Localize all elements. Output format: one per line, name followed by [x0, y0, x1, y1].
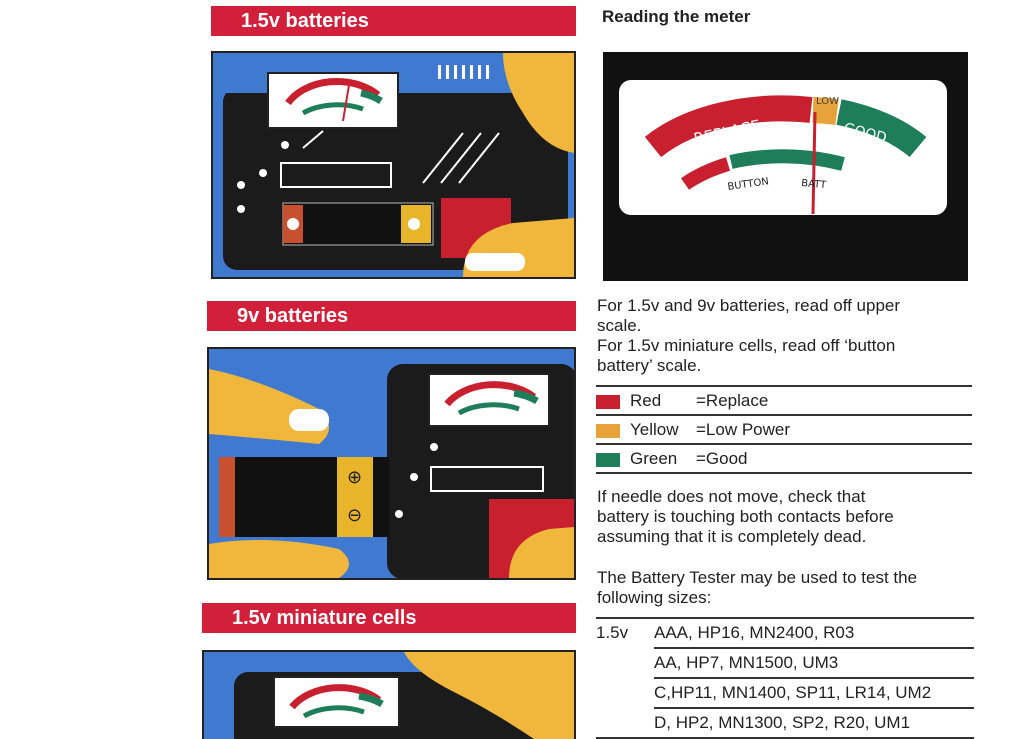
legend-item-green: Green =Good: [596, 445, 972, 472]
sizes-intro: The Battery Tester may be used to test t…: [597, 568, 987, 608]
size-row: 1.5v AAA, HP16, MN2400, R03: [596, 619, 974, 647]
minus-icon: ⊖: [347, 505, 362, 526]
green-swatch-icon: [596, 452, 620, 467]
legend-color-name: Yellow: [630, 420, 679, 439]
sizes-table: 1.5v AAA, HP16, MN2400, R03 AA, HP7, MN15…: [596, 617, 974, 739]
meter-title: Reading the meter: [602, 7, 751, 26]
divider: [596, 472, 972, 474]
tester-illustration: [213, 53, 574, 277]
size-row: C,HP11, MN1400, SP11, LR14, UM2: [596, 679, 974, 707]
size-models: C,HP11, MN1400, SP11, LR14, UM2: [654, 683, 932, 702]
section-title: 9v batteries: [237, 305, 349, 327]
divider: [596, 737, 974, 739]
illustration-miniature-cells: [202, 650, 576, 739]
legend-item-red: Red =Replace: [596, 387, 972, 414]
tester-illustration: ⊕ ⊖: [209, 364, 574, 578]
size-models: D, HP2, MN1300, SP2, R20, UM1: [654, 713, 911, 732]
divider: [596, 443, 972, 445]
section-title: 1.5v batteries: [241, 10, 369, 32]
section-header-9v-batteries: 9v batteries: [207, 301, 576, 331]
divider: [596, 414, 972, 416]
size-row: D, HP2, MN1300, SP2, R20, UM1: [596, 709, 974, 737]
divider: [654, 647, 974, 649]
instruction-line: For 1.5v and 9v batteries, read off uppe…: [597, 296, 901, 315]
divider: [596, 617, 974, 619]
instruction-line: For 1.5v miniature cells, read off ‘butt…: [597, 336, 896, 355]
size-models: AA, HP7, MN1500, UM3: [654, 653, 839, 672]
divider: [654, 707, 974, 709]
plus-icon: ⊕: [347, 467, 362, 488]
section-header-1-5v-batteries: 1.5v batteries: [211, 6, 576, 36]
size-models: AAA, HP16, MN2400, R03: [654, 623, 855, 642]
section-header-miniature-cells: 1.5v miniature cells: [202, 603, 576, 633]
section-title: 1.5v miniature cells: [232, 607, 417, 629]
color-legend: Red =Replace Yellow =Low Power Green =Good: [596, 385, 972, 474]
legend-color-name: Green: [630, 449, 678, 468]
meter-diagram: REPLACE LOW GOOD BUTTON BATT: [603, 52, 968, 281]
meter-label-low: LOW: [816, 96, 839, 107]
instruction-line: scale.: [597, 316, 642, 335]
sizes-intro-line: The Battery Tester may be used to test t…: [597, 568, 918, 587]
yellow-swatch-icon: [596, 423, 620, 438]
instruction-line: battery’ scale.: [597, 356, 702, 375]
tester-illustration: [234, 652, 574, 739]
meter-label-batt: BATT: [801, 178, 828, 191]
instructions: For 1.5v and 9v batteries, read off uppe…: [597, 296, 977, 376]
legend-color-name: Red: [630, 391, 662, 410]
legend-meaning: =Replace: [696, 391, 769, 410]
troubleshooting-note: If needle does not move, check that batt…: [597, 487, 977, 547]
illustration-9v-batteries: ⊕ ⊖: [207, 347, 576, 580]
divider: [596, 385, 972, 387]
divider: [654, 677, 974, 679]
note-line: battery is touching both contacts before: [597, 507, 894, 526]
legend-item-yellow: Yellow =Low Power: [596, 416, 972, 443]
size-voltage: 1.5v: [596, 623, 629, 642]
legend-meaning: =Low Power: [696, 420, 791, 439]
size-row: AA, HP7, MN1500, UM3: [596, 649, 974, 677]
note-line: If needle does not move, check that: [597, 487, 866, 506]
red-swatch-icon: [596, 394, 620, 409]
meter-face: REPLACE LOW GOOD BUTTON BATT: [619, 80, 947, 215]
sizes-intro-line: following sizes:: [597, 588, 712, 607]
note-line: assuming that it is completely dead.: [597, 527, 867, 546]
legend-meaning: =Good: [696, 449, 748, 468]
illustration-1-5v-batteries: [211, 51, 576, 279]
